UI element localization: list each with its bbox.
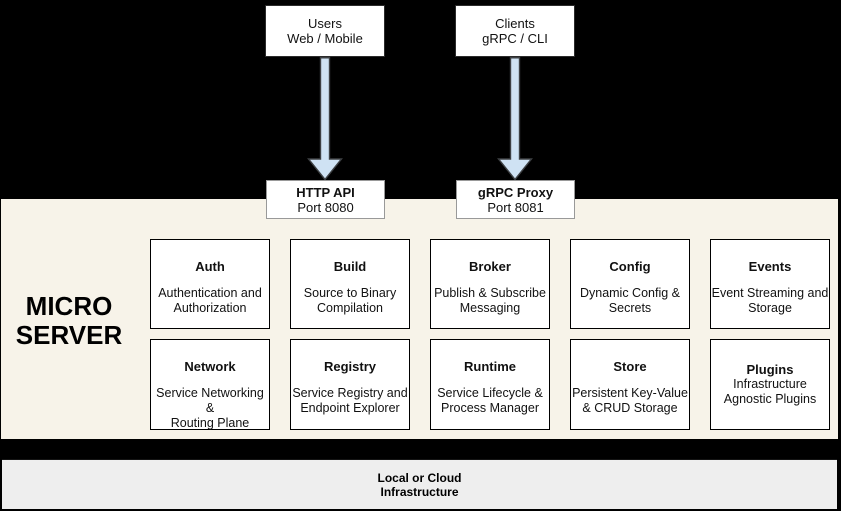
grpc-proxy-title: gRPC Proxy bbox=[477, 184, 554, 200]
service-name: Config bbox=[609, 259, 651, 274]
down-arrow-icon bbox=[307, 57, 343, 181]
service-description: Authentication and Authorization bbox=[158, 286, 262, 315]
service-description: Service Registry and Endpoint Explorer bbox=[292, 386, 408, 415]
service-box-build: Build Source to Binary Compilation bbox=[290, 239, 410, 329]
service-box-runtime: Runtime Service Lifecycle & Process Mana… bbox=[430, 339, 550, 430]
service-description: Service Lifecycle & Process Manager bbox=[437, 386, 543, 415]
service-box-auth: Auth Authentication and Authorization bbox=[150, 239, 270, 329]
infrastructure-label-line2: Infrastructure bbox=[380, 484, 459, 499]
service-name: Auth bbox=[195, 259, 225, 274]
service-description: Publish & Subscribe Messaging bbox=[434, 286, 546, 315]
http-api-title: HTTP API bbox=[296, 184, 355, 200]
service-name: Network bbox=[184, 359, 236, 374]
micro-server-label-line2: SERVER bbox=[15, 320, 123, 350]
service-description: Dynamic Config & Secrets bbox=[579, 286, 681, 315]
users-box-subtitle: Web / Mobile bbox=[287, 31, 363, 46]
service-box-store: Store Persistent Key-Value & CRUD Storag… bbox=[570, 339, 690, 430]
service-name: Broker bbox=[469, 259, 511, 274]
micro-server-panel bbox=[1, 199, 838, 439]
clients-box-title: Clients bbox=[495, 16, 535, 31]
infrastructure-label-line1: Local or Cloud bbox=[377, 470, 462, 485]
grpc-proxy-box: gRPC Proxy Port 8081 bbox=[456, 180, 575, 219]
service-name: Runtime bbox=[464, 359, 516, 374]
services-grid: Auth Authentication and Authorization Bu… bbox=[150, 239, 830, 430]
service-box-events: Events Event Streaming and Storage bbox=[710, 239, 830, 329]
service-name: Plugins bbox=[746, 362, 794, 377]
down-arrow-icon bbox=[497, 57, 533, 181]
micro-server-label: MICRO SERVER bbox=[8, 292, 130, 350]
micro-server-label-line1: MICRO bbox=[25, 291, 113, 321]
service-description: Source to Binary Compilation bbox=[303, 286, 397, 315]
service-name: Store bbox=[613, 359, 647, 374]
service-box-network: Network Service Networking & Routing Pla… bbox=[150, 339, 270, 430]
service-box-plugins: Plugins Infrastructure Agnostic Plugins bbox=[710, 339, 830, 430]
service-box-broker: Broker Publish & Subscribe Messaging bbox=[430, 239, 550, 329]
grpc-proxy-port: Port 8081 bbox=[487, 199, 544, 215]
service-name: Registry bbox=[323, 359, 377, 374]
users-box: Users Web / Mobile bbox=[265, 5, 385, 57]
service-description: Persistent Key-Value & CRUD Storage bbox=[572, 386, 688, 415]
service-description: Service Networking & Routing Plane bbox=[156, 386, 264, 430]
clients-box: Clients gRPC / CLI bbox=[455, 5, 575, 57]
service-name: Build bbox=[333, 259, 367, 274]
service-name: Events bbox=[748, 259, 792, 274]
clients-box-subtitle: gRPC / CLI bbox=[482, 31, 548, 46]
http-api-box: HTTP API Port 8080 bbox=[266, 180, 385, 219]
service-box-registry: Registry Service Registry and Endpoint E… bbox=[290, 339, 410, 430]
service-description: Event Streaming and Storage bbox=[711, 286, 829, 315]
service-box-config: Config Dynamic Config & Secrets bbox=[570, 239, 690, 329]
service-description: Infrastructure Agnostic Plugins bbox=[723, 377, 817, 406]
infrastructure-band: Local or Cloud Infrastructure bbox=[2, 459, 837, 509]
users-box-title: Users bbox=[308, 16, 342, 31]
http-api-port: Port 8080 bbox=[297, 199, 354, 215]
